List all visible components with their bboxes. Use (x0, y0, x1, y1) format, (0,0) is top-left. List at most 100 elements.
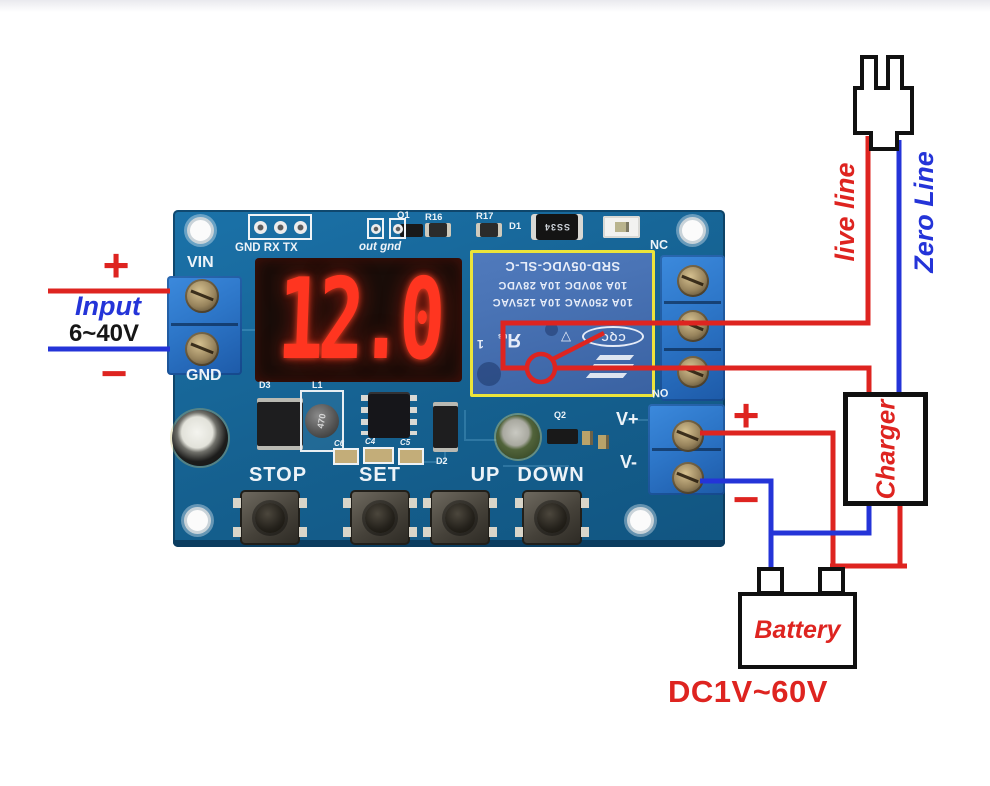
d1-diode: SS34 (531, 214, 583, 240)
ac-plug-icon (853, 55, 914, 151)
up-label: UP (470, 464, 501, 486)
filter-capacitor (496, 415, 540, 459)
d2-diode (433, 402, 458, 452)
r17-resistor (476, 223, 502, 237)
vminus-label: V- (620, 452, 638, 472)
serial-header-pads (248, 214, 312, 240)
l1-marking: 470 (315, 412, 329, 430)
input-minus-sign: − (100, 347, 128, 399)
output-plus-sign: + (732, 389, 760, 441)
serial-header-label: GND RX TX (235, 242, 298, 254)
control-ic (361, 392, 417, 438)
battery-to-charger-neg-wire (771, 505, 872, 536)
seven-segment-value: 12.0 (275, 258, 442, 382)
pad (293, 220, 307, 234)
d1-marking: SS34 (543, 222, 571, 232)
terminal-groove (664, 301, 721, 304)
vplus-label: V+ (616, 409, 639, 429)
triangle-logo: ▽ (561, 330, 571, 345)
button-cap (445, 502, 475, 533)
r16-resistor (425, 223, 451, 237)
live-line-label: live line (829, 162, 860, 262)
button-cap (255, 502, 285, 533)
mounting-hole-bottom-right (627, 507, 654, 534)
down-button (515, 490, 589, 545)
l1-label: L1 (312, 380, 323, 390)
relay-rating-ac: 10A 250VAC 10A 125VAC (492, 296, 633, 309)
songle-stripes-logo (585, 355, 635, 382)
nc-terminal-screw (677, 265, 709, 297)
gnd-pad (389, 218, 406, 239)
mounting-hole-top-right (679, 217, 706, 244)
battery-label: Battery (754, 616, 841, 644)
button-cap (537, 502, 567, 533)
battery-terminal-block (648, 404, 725, 495)
out-gnd-label: out gnd (359, 241, 402, 253)
c5-label: C5 (400, 438, 411, 447)
set-button (343, 490, 417, 545)
zero-line-label: Zero Line (908, 151, 939, 273)
battery-post-positive (818, 567, 845, 595)
terminal-groove (171, 323, 238, 326)
pad (253, 220, 267, 234)
gnd-terminal-screw (185, 332, 219, 366)
electrolytic-capacitor (172, 410, 228, 466)
d3-diode (257, 398, 303, 450)
c6-label: C6 (334, 439, 345, 448)
charger-label: Charger (870, 399, 901, 499)
vplus-terminal-screw (672, 420, 704, 452)
r16-label: R16 (425, 212, 443, 223)
c6-capacitor (333, 448, 359, 465)
pcb-board: GND RX TX Q1 out gnd R16 R17 D1 SS34 NC … (167, 210, 725, 547)
cqc-logo: CQC (582, 326, 644, 347)
input-plus-sign: + (102, 239, 130, 291)
relay-model: SRD-05VDC-SL-C (504, 259, 621, 275)
c5-capacitor (398, 448, 424, 465)
com-terminal-screw (677, 310, 709, 342)
d3-label: D3 (259, 380, 271, 390)
battery-range-label: DC1V~60V (668, 674, 828, 709)
gnd-label: GND (186, 367, 222, 384)
smd-capacitor (582, 431, 593, 445)
relay-module: 10A 250VAC 10A 125VAC 10A 30VDC 10A 28VD… (470, 250, 655, 397)
top-fade (0, 0, 990, 12)
c4-capacitor (363, 447, 394, 464)
no-terminal-screw (677, 356, 709, 388)
relay-pin-dot (545, 323, 558, 336)
down-label: DOWN (517, 464, 585, 486)
input-terminal-block (167, 276, 242, 375)
voltage-display: 12.0 (255, 258, 462, 382)
up-button (423, 490, 497, 545)
relay-markings: 10A 250VAC 10A 125VAC 10A 30VDC 10A 28VD… (473, 256, 652, 310)
status-led (603, 216, 640, 238)
stop-label: STOP (248, 464, 308, 486)
l1-inductor: 470 (300, 390, 344, 452)
out-pad (367, 218, 384, 239)
input-range-label: 6~40V (68, 320, 140, 347)
output-minus-sign: − (732, 473, 760, 525)
charger-to-battery-wire (830, 505, 907, 569)
terminal-groove (664, 348, 721, 351)
smd-capacitor (598, 435, 609, 449)
ul-logo: Rus (498, 329, 522, 350)
mounting-hole-bottom-left (184, 507, 211, 534)
relay-pin-dot (477, 362, 501, 386)
button-cap (365, 502, 395, 533)
battery-post-negative (757, 567, 784, 595)
vin-label: VIN (187, 254, 214, 271)
no-label: NO (651, 387, 669, 401)
input-label: Input (75, 291, 141, 321)
q1-label: Q1 (397, 210, 410, 221)
battery-box: Battery (738, 592, 857, 669)
r17-label: R17 (476, 211, 494, 222)
vin-terminal-screw (185, 279, 219, 313)
vminus-terminal-screw (672, 462, 704, 494)
relay-terminal-block (660, 255, 725, 401)
c4-label: C4 (365, 437, 376, 446)
q2-label: Q2 (554, 410, 567, 420)
set-label: SET (359, 464, 401, 486)
d1-label: D1 (509, 221, 522, 232)
charger-box: Charger (843, 392, 928, 506)
q2-transistor (547, 429, 578, 444)
